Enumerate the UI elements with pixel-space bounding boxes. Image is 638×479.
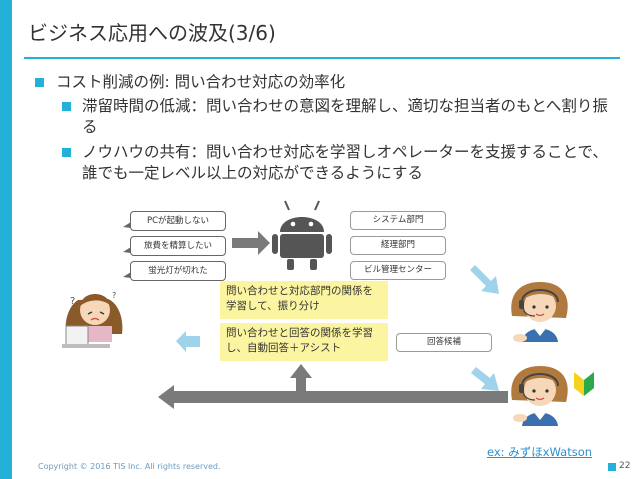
routing-note: 問い合わせと対応部門の関係を学習して、振り分け — [220, 281, 388, 319]
department-box: システム部門 — [350, 211, 446, 230]
bullet-sub-2-text: ノウハウの共有：問い合わせ対応を学習しオペレーターを支援することで、誰でも一定レ… — [82, 143, 608, 182]
arrow-to-beginner — [471, 367, 499, 391]
copyright: Copyright © 2016 TIS Inc. All rights res… — [38, 462, 221, 471]
department-box: ビル管理センター — [350, 261, 446, 280]
department-box: 経理部門 — [350, 236, 446, 255]
accent-bar — [0, 0, 12, 479]
bullet-sub-2: ノウハウの共有：問い合わせ対応を学習しオペレーターを支援することで、誰でも一定レ… — [62, 142, 618, 184]
bullet-square-icon — [62, 148, 71, 157]
beginner-mark-icon — [574, 372, 594, 396]
example-link[interactable]: ex: みずほxWatson — [487, 445, 593, 459]
arrow-to-user — [176, 331, 200, 352]
bullet-square-icon — [35, 78, 44, 87]
bullet-square-icon — [62, 102, 71, 111]
arrow-to-robot — [232, 231, 270, 255]
arrow-up-to-note — [290, 364, 312, 392]
inquiry-bubble: 旅費を精算したい — [123, 236, 226, 256]
title-divider — [24, 57, 620, 59]
user-confused-icon: ? ? — [62, 291, 123, 348]
page-number: 22 — [619, 461, 631, 471]
bullet-main: コスト削減の例: 問い合わせ対応の効率化 — [35, 72, 346, 93]
return-arrow — [158, 385, 508, 409]
page-marker-icon — [608, 463, 616, 471]
beginner-operator-icon — [511, 366, 568, 426]
inquiry-bubble: 蛍光灯が切れた — [123, 261, 226, 281]
bullet-main-text: コスト削減の例: 問い合わせ対応の効率化 — [56, 73, 346, 91]
svg-text:?: ? — [112, 291, 116, 300]
answer-note: 問い合わせと回答の関係を学習し、自動回答＋アシスト — [220, 323, 388, 361]
robot-icon — [272, 200, 332, 270]
inquiry-bubble: PCが起動しない — [123, 211, 226, 231]
answer-candidate-box: 回答候補 — [396, 333, 492, 352]
bullet-sub-1-text: 滞留時間の低減：問い合わせの意図を理解し、適切な担当者のもとへ割り振る — [82, 97, 608, 136]
arrow-to-operator — [470, 265, 499, 294]
slide-title: ビジネス応用への波及(3/6) — [28, 21, 276, 45]
svg-text:?: ? — [70, 296, 75, 307]
operator-icon — [511, 282, 568, 342]
bullet-sub-1: 滞留時間の低減：問い合わせの意図を理解し、適切な担当者のもとへ割り振る — [62, 96, 618, 138]
